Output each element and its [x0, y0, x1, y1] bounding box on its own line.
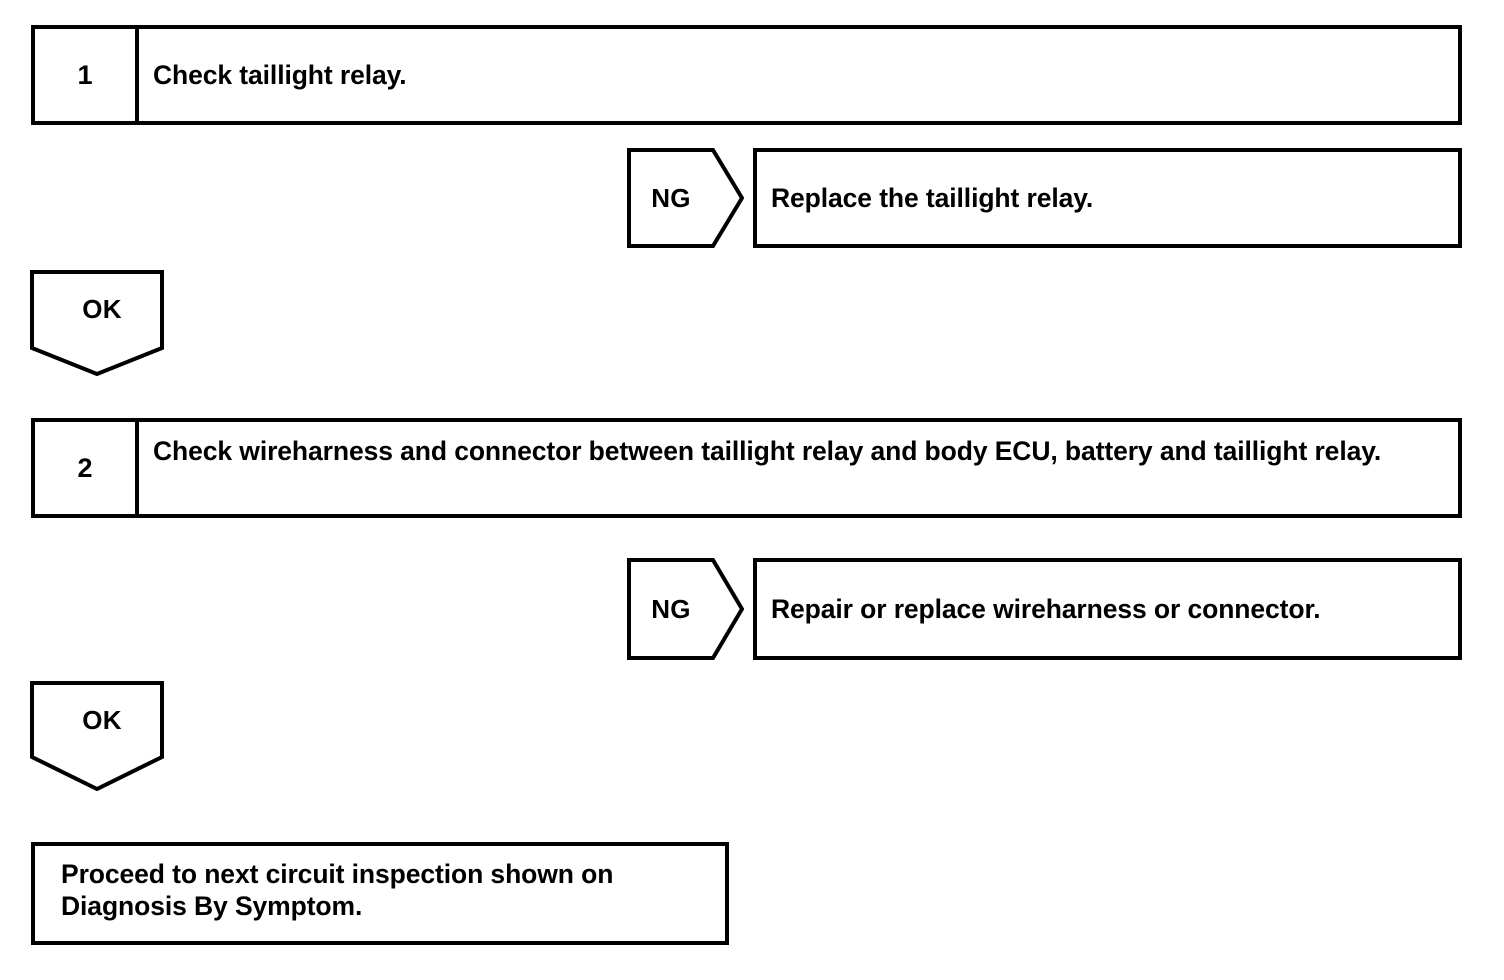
- step-1-ng-label: NG: [651, 182, 691, 213]
- step-2-ng-action-text: Repair or replace wireharness or connect…: [771, 593, 1321, 624]
- step-1-ng-arrow: NG: [627, 148, 744, 248]
- step-1-ng-action-box: Replace the taillight relay.: [753, 148, 1462, 248]
- step-1-number: 1: [35, 29, 139, 121]
- ok-pentagon-shape: [30, 681, 164, 791]
- step-2-ng-label: NG: [651, 593, 691, 624]
- step-2-ng-action-box: Repair or replace wireharness or connect…: [753, 558, 1462, 660]
- step-2-ok-label: OK: [82, 704, 122, 735]
- step-1-ok-label: OK: [82, 293, 122, 324]
- ng-pentagon-shape: [627, 558, 744, 660]
- step-1-box: 1 Check taillight relay.: [31, 25, 1462, 125]
- final-outcome-text: Proceed to next circuit inspection shown…: [61, 859, 614, 922]
- step-2-ng-arrow: NG: [627, 558, 744, 660]
- step-2-box: 2 Check wireharness and connector betwee…: [31, 418, 1462, 518]
- step-2-ok-arrow: OK: [30, 681, 164, 791]
- final-outcome-box: Proceed to next circuit inspection shown…: [31, 842, 729, 945]
- step-1-ok-arrow: OK: [30, 270, 164, 376]
- ok-pentagon-shape: [30, 270, 164, 376]
- ng-pentagon-shape: [627, 148, 744, 248]
- step-2-instruction: Check wireharness and connector between …: [153, 436, 1382, 466]
- step-1-instruction: Check taillight relay.: [153, 59, 407, 90]
- step-2-number: 2: [35, 422, 139, 514]
- step-1-ng-action-text: Replace the taillight relay.: [771, 182, 1094, 213]
